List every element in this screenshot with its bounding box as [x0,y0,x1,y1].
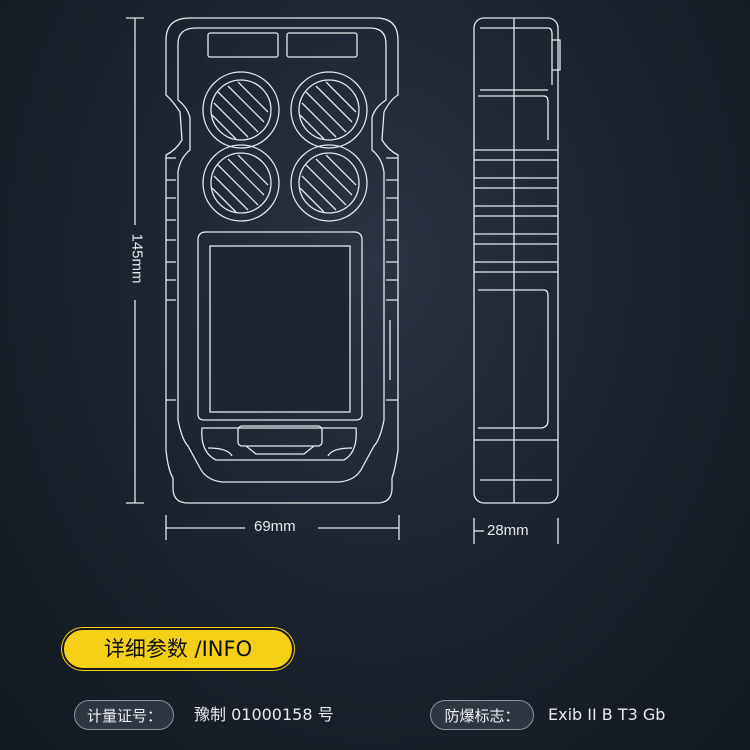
certification-number-label: 计量证号： [74,700,174,730]
info-section-title: 详细参数 /INFO [62,628,294,670]
explosion-proof-value: Exib II B T3 Gb [548,705,666,724]
depth-dimension-label: 28mm [487,522,529,539]
display-screen [197,231,363,421]
height-dimension-label: 145mm [128,233,146,284]
device-side-view [473,17,561,504]
depth-dimension-line [473,518,559,544]
device-front-view [165,17,399,504]
sensor-grille-3 [202,144,280,222]
height-dimension-line [126,17,144,504]
sensor-grille-2 [290,71,368,149]
sensor-grille-1 [202,71,280,149]
width-dimension-line [165,515,400,540]
certification-number-value: 豫制 01000158 号 [194,705,334,724]
sensor-grille-4 [290,144,368,222]
width-dimension-label: 69mm [254,518,296,535]
explosion-proof-label: 防爆标志： [430,700,534,730]
button-panel [201,425,357,461]
